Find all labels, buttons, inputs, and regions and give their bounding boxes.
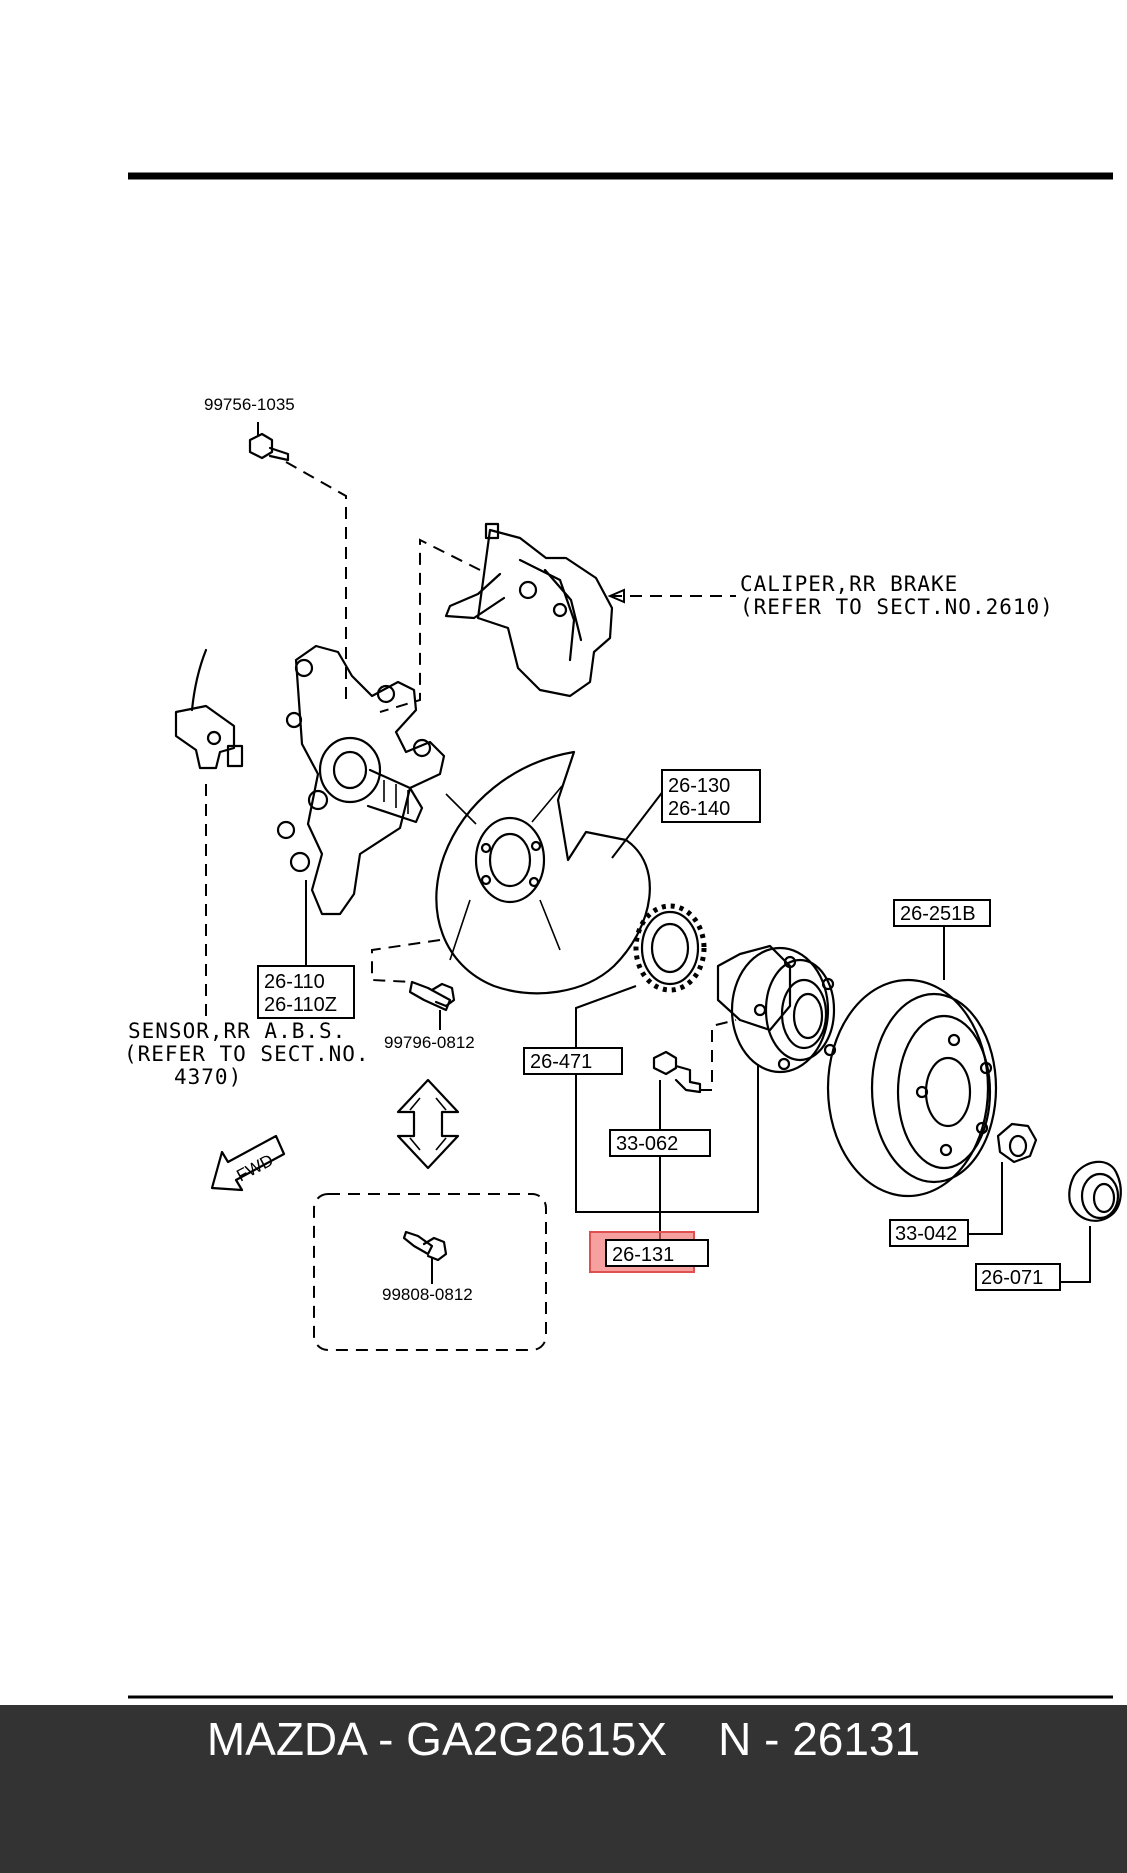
footer-part-number: MAZDA - GA2G2615X N - 26131 xyxy=(206,1713,921,1765)
label-ring: 26-471 xyxy=(530,1051,592,1073)
label-hub-bolt: 33-062 xyxy=(616,1133,678,1155)
label-sensor-line2: (REFER TO SECT.NO. xyxy=(124,1042,370,1066)
lead-nut xyxy=(968,1162,1003,1235)
knuckle-26-110[interactable] xyxy=(276,644,446,916)
label-knuckle-b: 26-110Z xyxy=(264,994,337,1016)
label-sensor-line3: 4370) xyxy=(174,1065,242,1089)
box-ring xyxy=(523,1047,623,1075)
label-shield-b: 26-140 xyxy=(668,798,730,820)
box-cap xyxy=(975,1263,1061,1291)
box-hub-bolt xyxy=(609,1129,711,1157)
dash-hub-bolt xyxy=(700,1019,737,1091)
label-nut: 33-042 xyxy=(895,1223,957,1245)
label-bolt-shield: 99796-0812 xyxy=(384,1033,475,1052)
label-hub-assy[interactable]: 26-131 xyxy=(612,1244,674,1266)
footer-bar xyxy=(0,1705,1127,1873)
hub-bolt-33-062[interactable] xyxy=(652,1050,702,1094)
abs-ring-26-471[interactable] xyxy=(633,903,707,993)
label-disc: 26-251B xyxy=(900,903,976,925)
wheel-hub[interactable] xyxy=(716,944,837,1074)
label-bolt-top: 99756-1035 xyxy=(204,395,295,414)
arrow-caliper xyxy=(607,588,625,604)
label-cap: 26-071 xyxy=(981,1267,1043,1289)
brake-disc-26-251b[interactable] xyxy=(826,978,998,1198)
caliper-rr-brake[interactable] xyxy=(444,522,614,698)
label-knuckle-a: 26-110 xyxy=(264,971,325,993)
box-knuckle xyxy=(257,965,355,1019)
label-bolt-alt: 99808-0812 xyxy=(382,1285,473,1304)
grease-cap-26-071[interactable] xyxy=(1068,1160,1122,1222)
abs-sensor-rr[interactable] xyxy=(174,648,244,770)
interchange-arrow-icon xyxy=(396,1078,460,1170)
lead-shield xyxy=(611,789,665,859)
label-caliper-line2: (REFER TO SECT.NO.2610) xyxy=(740,595,1054,619)
dash-bolt-top xyxy=(285,461,347,700)
hub-nut-33-042[interactable] xyxy=(996,1122,1038,1164)
alt-bolt-box xyxy=(313,1193,547,1351)
dash-shield-bolt xyxy=(371,939,441,983)
lead-ring xyxy=(575,985,637,1058)
box-nut xyxy=(889,1219,969,1247)
label-shield-a: 26-130 xyxy=(668,775,730,797)
lead-hub xyxy=(575,1064,759,1213)
bolt-99808-0812[interactable] xyxy=(402,1230,448,1262)
dash-caliper-left xyxy=(379,538,481,713)
parts-diagram: 99756-1035 CALIPER,RR BRAKE (REFER TO SE… xyxy=(124,172,1122,1699)
box-hub-assy xyxy=(605,1239,709,1267)
label-sensor-line1: SENSOR,RR A.B.S. xyxy=(128,1019,346,1043)
box-shield xyxy=(661,769,761,823)
label-caliper-line1: CALIPER,RR BRAKE xyxy=(740,572,958,596)
fwd-arrow-icon: FWD xyxy=(210,1134,286,1192)
bolt-99756-1035[interactable] xyxy=(248,422,290,462)
bolt-99796-0812[interactable] xyxy=(408,980,456,1012)
dust-shield-26-130[interactable] xyxy=(435,750,651,995)
lead-cap xyxy=(1060,1226,1091,1283)
box-disc xyxy=(893,899,991,927)
